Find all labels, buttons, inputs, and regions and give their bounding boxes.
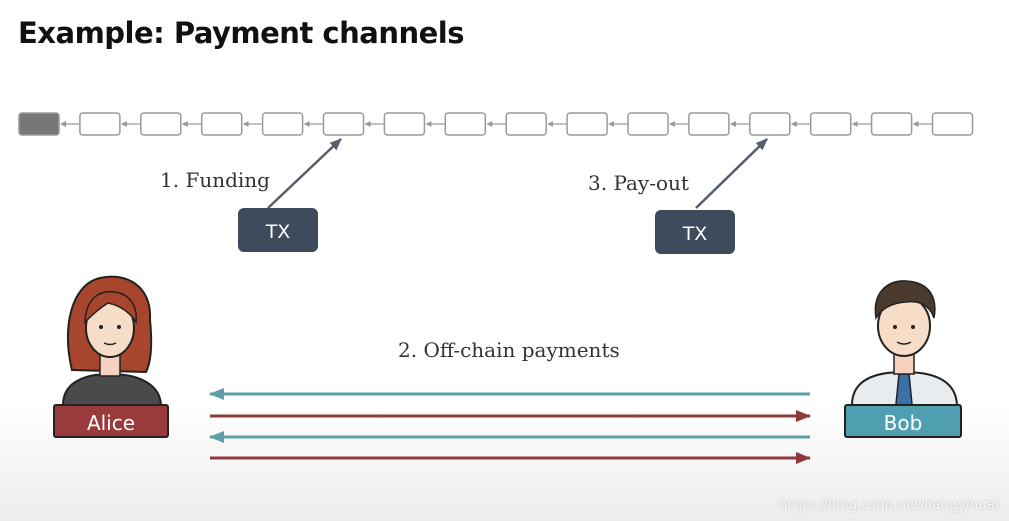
block xyxy=(383,112,426,136)
block xyxy=(200,112,243,136)
blockchain xyxy=(18,112,974,136)
block xyxy=(809,112,852,136)
block xyxy=(444,112,487,136)
block xyxy=(749,112,791,136)
alice-name: Alice xyxy=(87,411,135,435)
alice-badge: Alice xyxy=(53,404,169,438)
watermark: https://blog.csdn.net/liangyihuai xyxy=(778,498,999,513)
funding-tx-box: TX xyxy=(238,208,318,252)
block xyxy=(322,112,365,136)
payout-label: 3. Pay-out xyxy=(588,171,689,195)
alice-avatar xyxy=(61,275,163,406)
bob-avatar xyxy=(850,280,959,411)
offchain-label: 2. Off-chain payments xyxy=(398,338,620,362)
block xyxy=(261,112,304,136)
slide-title: Example: Payment channels xyxy=(18,16,464,50)
funding-tx-label: TX xyxy=(265,221,291,243)
funding-arrow xyxy=(267,138,342,209)
genesis-block xyxy=(18,112,60,136)
block xyxy=(566,112,608,136)
block xyxy=(870,112,913,136)
payout-arrow xyxy=(695,138,768,209)
block xyxy=(627,112,669,136)
block xyxy=(79,112,121,136)
bob-badge: Bob xyxy=(844,404,962,438)
funding-label: 1. Funding xyxy=(160,168,270,192)
block xyxy=(688,112,730,136)
payout-tx-label: TX xyxy=(682,223,708,245)
block xyxy=(931,112,974,136)
payout-tx-box: TX xyxy=(655,210,735,254)
bob-name: Bob xyxy=(884,411,923,435)
block xyxy=(140,112,182,136)
block xyxy=(505,112,547,136)
